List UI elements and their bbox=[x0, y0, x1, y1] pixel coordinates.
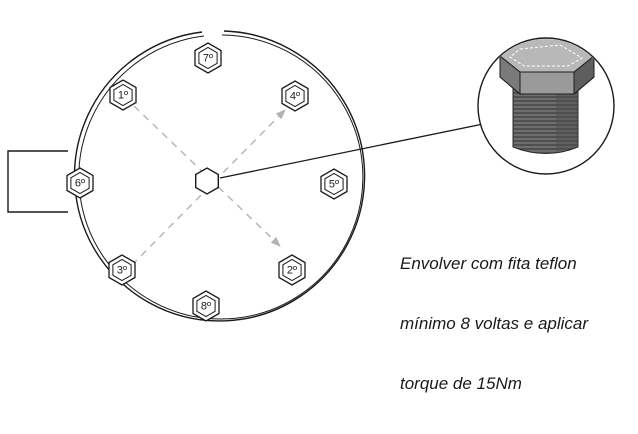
bolt-5: 5º bbox=[320, 168, 348, 200]
bolt-label: 2º bbox=[287, 265, 297, 277]
bolt-group: 1º 2º 3º 4º 5º 6º 7º 8º bbox=[66, 42, 348, 322]
bolt-label: 6º bbox=[75, 178, 85, 190]
bolt-inner-hex bbox=[70, 171, 90, 195]
bolt-label: 7º bbox=[203, 53, 213, 65]
bolt-label: 1º bbox=[118, 90, 128, 102]
bolt-outer-hex bbox=[281, 80, 309, 112]
bolt-outer-hex bbox=[194, 42, 222, 74]
bolt-inner-hex bbox=[196, 294, 216, 318]
bolt-outer-hex bbox=[66, 167, 94, 199]
bolt-7: 7º bbox=[194, 42, 222, 74]
diagram-stage: 1º 2º 3º 4º 5º 6º 7º 8º Envolver com fita teflo… bbox=[7, 30, 615, 393]
bolt-1: 1º bbox=[109, 79, 137, 111]
bolt-label: 5º bbox=[329, 179, 339, 191]
bolt-label: 3º bbox=[117, 265, 127, 277]
lid-outline bbox=[73, 30, 366, 322]
bolt-inner-hex bbox=[198, 46, 218, 70]
bolt-label: 8º bbox=[201, 301, 211, 313]
bolt-inner-hex bbox=[285, 84, 305, 108]
lid-inner-outline bbox=[78, 34, 364, 320]
bolt-8: 8º bbox=[192, 290, 220, 322]
tank-lid-diagram: 1º 2º 3º 4º 5º 6º 7º 8º bbox=[7, 30, 615, 322]
bolt-outer-hex bbox=[278, 254, 306, 286]
bolt-outer-hex bbox=[108, 254, 136, 286]
bolt-outer-hex bbox=[192, 290, 220, 322]
bolt-6: 6º bbox=[66, 167, 94, 199]
bolt-inner-hex bbox=[112, 258, 132, 282]
bolt-inner-hex bbox=[282, 258, 302, 282]
bolt-outer-hex bbox=[320, 168, 348, 200]
instruction-caption: Envolver com fita teflon mínimo 8 voltas… bbox=[400, 214, 638, 434]
plug-3d-illustration bbox=[499, 39, 595, 154]
side-tab bbox=[7, 150, 68, 213]
caption-line-1: Envolver com fita teflon bbox=[400, 254, 577, 273]
caption-line-2: mínimo 8 voltas e aplicar bbox=[400, 314, 589, 333]
bolt-inner-hex bbox=[113, 83, 133, 107]
bolt-label: 4º bbox=[290, 91, 300, 103]
zoom-detail bbox=[477, 37, 615, 175]
leader-line bbox=[219, 122, 489, 179]
bolt-2: 2º bbox=[278, 254, 306, 286]
bolt-inner-hex bbox=[324, 172, 344, 196]
bolt-4: 4º bbox=[281, 80, 309, 112]
center-plug bbox=[194, 167, 220, 195]
bolt-outer-hex bbox=[109, 79, 137, 111]
bolt-3: 3º bbox=[108, 254, 136, 286]
caption-line-3: torque de 15Nm bbox=[400, 374, 522, 393]
